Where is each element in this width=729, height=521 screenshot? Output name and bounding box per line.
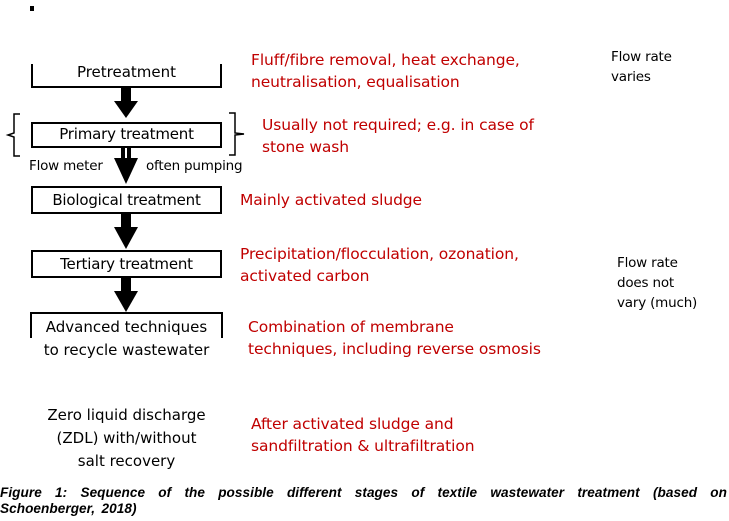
desc-advanced: Combination of membrane techniques, incl… xyxy=(248,318,541,358)
stage-zld: Zero liquid discharge (ZDL) with/without… xyxy=(47,406,206,470)
arrow-down-icon xyxy=(114,147,138,184)
right-bracket-icon xyxy=(229,112,245,156)
stage-tertiary-label: Tertiary treatment xyxy=(60,255,193,273)
flow-note-stable: Flow rate does not vary (much) xyxy=(617,255,698,311)
figure-caption: Figure 1: Sequence of the possible diffe… xyxy=(0,485,727,516)
arrow-down-icon xyxy=(114,278,138,312)
stage-advanced: Advanced techniques to recycle wastewate… xyxy=(43,318,210,359)
pretreatment-box-outline xyxy=(31,64,222,88)
arrow-down-icon xyxy=(114,88,138,118)
stage-biological: Biological treatment xyxy=(31,186,222,214)
desc-tertiary: Precipitation/flocculation, ozonation, a… xyxy=(240,245,519,285)
advanced-box-outline xyxy=(30,312,223,338)
flow-note-varies: Flow rate varies xyxy=(611,49,672,85)
left-bracket-icon xyxy=(5,113,20,157)
stage-primary: Primary treatment xyxy=(31,122,222,148)
arrow-down-icon xyxy=(114,214,138,249)
stage-biological-label: Biological treatment xyxy=(52,191,201,209)
stage-primary-label: Primary treatment xyxy=(59,125,194,143)
flow-meter-label: Flow meter xyxy=(29,158,103,174)
desc-pretreatment: Fluff/fibre removal, heat exchange, neut… xyxy=(251,51,520,91)
desc-zld: After activated sludge and sandfiltratio… xyxy=(251,415,475,455)
stage-pretreatment: Pretreatment xyxy=(76,63,177,81)
desc-biological: Mainly activated sludge xyxy=(240,191,422,209)
stage-tertiary: Tertiary treatment xyxy=(31,250,222,278)
desc-primary: Usually not required; e.g. in case of st… xyxy=(262,116,534,156)
often-pumping-label: often pumping xyxy=(146,158,243,174)
bullet-marker xyxy=(30,6,34,11)
